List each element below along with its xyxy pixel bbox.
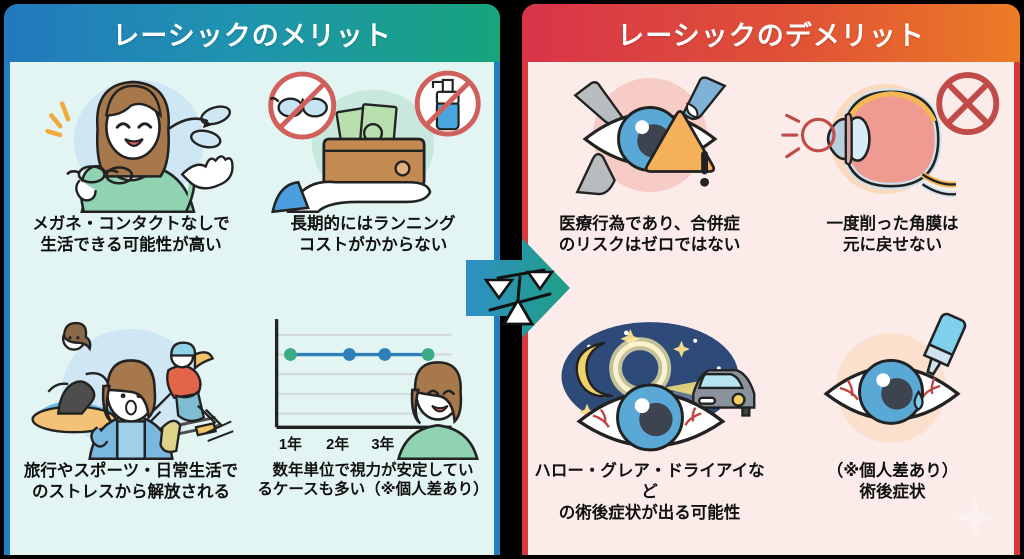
- merit-item-4: 1年 2年 3年: [252, 309, 494, 556]
- eye-with-eyedrop-icon: [771, 309, 1014, 461]
- merit-item-1: メガネ・コンタクトなしで 生活できる可能性が高い: [10, 62, 252, 309]
- merit-panel-body: メガネ・コンタクトなしで 生活できる可能性が高い: [10, 62, 494, 555]
- eye-cross-section-with-x-mark-icon: [771, 62, 1014, 214]
- svg-text:2年: 2年: [326, 434, 349, 452]
- stable-vision-line-chart-icon: 1年 2年 3年: [252, 309, 494, 461]
- demerit-item-3-caption: ハロー・グレア・ドライアイなど の術後症状が出る可能性: [534, 461, 765, 522]
- merit-item-2: 長期的にはランニング コストがかからない: [252, 62, 494, 309]
- sparkle-decoration-icon: [953, 496, 997, 540]
- merit-panel-title: レーシックのメリット: [112, 20, 392, 51]
- demerit-item-2: 一度削った角膜は 元に戻せない: [771, 62, 1014, 309]
- merit-item-4-caption: 数年単位で視力が安定してい るケースも多い（※個人差あり）: [257, 461, 489, 499]
- merit-item-1-caption: メガネ・コンタクトなしで 生活できる可能性が高い: [32, 215, 230, 255]
- woman-holding-glasses-and-contact-lens-icon: [10, 62, 252, 214]
- merit-panel-header: レーシックのメリット: [4, 4, 500, 62]
- demerit-panel: レーシックのデメリット: [522, 4, 1020, 555]
- surfer-skier-traveler-icon: [10, 309, 252, 461]
- eye-with-scalpels-and-warning-icon: [528, 62, 771, 214]
- demerit-item-1: 医療行為であり、合併症 のリスクはゼロではない: [528, 62, 771, 309]
- balance-scale-arrow-icon: [464, 236, 572, 340]
- demerit-panel-body: 医療行為であり、合併症 のリスクはゼロではない: [528, 62, 1014, 555]
- demerit-item-3: ハロー・グレア・ドライアイなど の術後症状が出る可能性: [528, 309, 771, 556]
- merit-panel: レーシックのメリット: [4, 4, 500, 555]
- demerit-item-4: （※個人差あり） 術後症状: [771, 309, 1014, 556]
- svg-text:3年: 3年: [371, 434, 394, 452]
- svg-text:1年: 1年: [279, 434, 302, 452]
- merit-item-2-caption: 長期的にはランニング コストがかからない: [290, 215, 456, 255]
- hand-wallet-money-no-glasses-no-solution-icon: [252, 62, 494, 214]
- merit-item-3-caption: 旅行やスポーツ・日常生活で のストレスから解放される: [23, 461, 239, 501]
- demerit-item-1-caption: 医療行為であり、合併症 のリスクはゼロではない: [558, 215, 741, 255]
- demerit-item-2-caption: 一度削った角膜は 元に戻せない: [826, 215, 959, 255]
- night-halo-glare-car-headlight-eye-icon: [528, 309, 771, 461]
- demerit-panel-title: レーシックのデメリット: [617, 20, 925, 51]
- merit-item-3: 旅行やスポーツ・日常生活で のストレスから解放される: [10, 309, 252, 556]
- demerit-panel-header: レーシックのデメリット: [522, 4, 1020, 62]
- demerit-item-4-caption: （※個人差あり） 術後症状: [826, 461, 959, 501]
